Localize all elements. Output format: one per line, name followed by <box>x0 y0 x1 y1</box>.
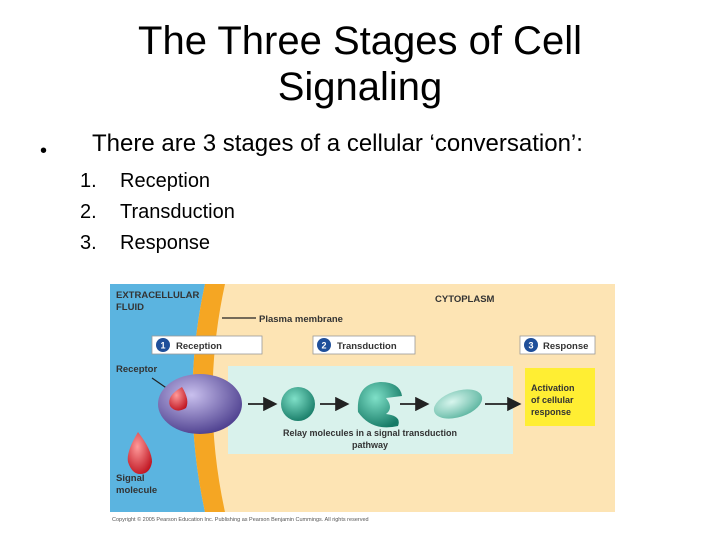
stage-label: Response <box>543 341 588 352</box>
free-signal-molecule <box>127 432 152 474</box>
stage-badge-reception: 1 Reception <box>151 335 263 355</box>
stage-number-badge <box>524 338 538 352</box>
cytoplasm-label: CYTOPLASM <box>435 294 495 305</box>
stage-badge-transduction: 2 Transduction <box>312 335 416 355</box>
stage-number: 3 <box>528 341 533 351</box>
bullet-marker: • <box>40 140 48 162</box>
stage-list-item: 3. Response <box>80 228 235 259</box>
stage-list-item: 1. Reception <box>80 166 235 197</box>
stage-number-badge <box>317 338 331 352</box>
relay-label-line1: Relay molecules in a signal transduction <box>283 428 457 438</box>
activation-label-line2: of cellular <box>531 395 574 405</box>
cell-signaling-diagram: EXTRACELLULAR FLUID CYTOPLASM Plasma mem… <box>110 284 615 523</box>
bullet-text: There are 3 stages of a cellular ‘conver… <box>92 130 583 157</box>
stage-label: Transduction <box>337 341 397 352</box>
stage-label: Response <box>120 232 211 254</box>
receptor-label: Receptor <box>116 364 157 375</box>
copyright-notice: Copyright © 2005 Pearson Education Inc. … <box>112 516 369 523</box>
extracellular-label-line1: EXTRACELLULAR <box>116 290 200 301</box>
stage-label: Transduction <box>120 201 235 223</box>
stage-badge-response: 3 Response <box>519 335 596 355</box>
bound-signal-molecule <box>169 387 188 411</box>
stage-number: 1 <box>160 341 165 351</box>
activation-label-line3: response <box>531 407 571 417</box>
stage-number: 3. <box>80 232 97 254</box>
stage-number: 2. <box>80 201 97 223</box>
stage-number-badge <box>156 338 170 352</box>
relay-molecule-1 <box>281 387 315 421</box>
signal-molecule-label-line2: molecule <box>116 485 157 496</box>
stage-list-item: 2. Transduction <box>80 197 235 228</box>
relay-molecule-3 <box>433 389 483 419</box>
activation-label-line1: Activation <box>531 383 575 393</box>
cell-signaling-figure: EXTRACELLULAR FLUID CYTOPLASM Plasma mem… <box>110 284 615 524</box>
slide-title: The Three Stages of Cell Signaling <box>138 19 582 109</box>
plasma-membrane-label: Plasma membrane <box>259 314 343 325</box>
extracellular-label-line2: FLUID <box>116 302 144 313</box>
stage-label: Reception <box>120 170 211 192</box>
stage-number: 1. <box>80 170 97 192</box>
relay-label-line2: pathway <box>352 440 388 450</box>
stage-label: Reception <box>176 341 222 352</box>
stage-list: 1. Reception 2. Transduction 3. Response <box>80 166 235 259</box>
cellular-response-box <box>525 368 595 426</box>
relay-molecule-2 <box>357 382 402 428</box>
signal-molecule-label-line1: Signal <box>116 473 145 484</box>
stage-number: 2 <box>321 341 326 351</box>
